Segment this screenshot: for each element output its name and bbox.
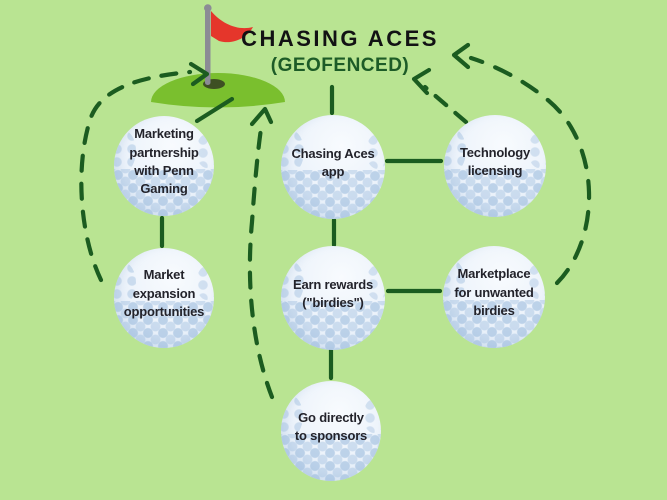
diagram-subtitle: (GEOFENCED): [270, 55, 410, 76]
golf-ball-texture: [443, 246, 545, 348]
node-market-expansion: Market expansion opportunities: [114, 248, 214, 348]
node-label: Chasing Aces app: [291, 145, 375, 179]
title-block: CHASING ACES (GEOFENCED): [222, 26, 458, 77]
node-label: Earn rewards ("birdies"): [293, 276, 373, 310]
node-label: Marketplace for unwanted birdies: [454, 266, 534, 319]
diagram-title: CHASING ACES: [241, 26, 439, 51]
node-go-to-sponsors: Go directly to sponsors: [281, 381, 381, 481]
node-label: Technology licensing: [460, 144, 530, 178]
node-marketing-penn: Marketing partnership with Penn Gaming: [114, 116, 214, 216]
node-label: Marketing partnership with Penn Gaming: [129, 126, 199, 197]
arrowhead-sponsors-green: [249, 106, 274, 127]
golf-ball-texture: [281, 246, 385, 350]
golf-ball-texture: [281, 115, 385, 219]
node-chasing-aces-app: Chasing Aces app: [281, 115, 385, 219]
golf-ball-texture: [114, 248, 214, 348]
node-label: Go directly to sponsors: [294, 409, 368, 443]
node-marketplace-birdies: Marketplace for unwanted birdies: [443, 246, 545, 348]
node-earn-rewards: Earn rewards ("birdies"): [281, 246, 385, 350]
golf-ball-texture: [281, 381, 381, 481]
arc-sponsors-to-green: [247, 119, 275, 400]
arrowhead-expansion-green: [188, 61, 210, 87]
node-technology-licensing: Technology licensing: [444, 115, 546, 217]
golf-green-mound: [151, 73, 285, 108]
node-label: Market expansion opportunities: [123, 267, 205, 320]
